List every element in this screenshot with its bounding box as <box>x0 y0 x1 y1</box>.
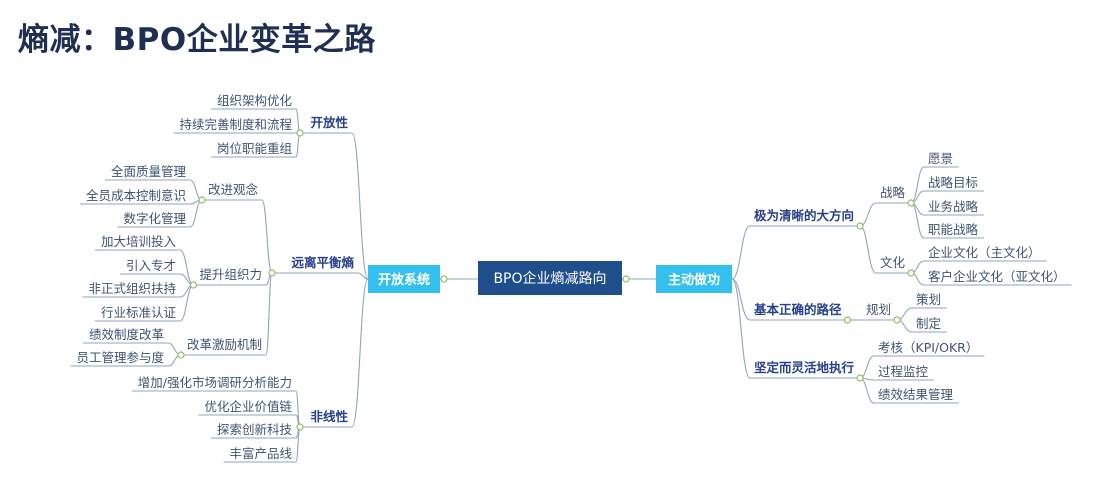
leaf-node: 客户企业文化（亚文化） <box>928 269 1066 284</box>
main-node-right <box>656 265 732 293</box>
leaf-node: 数字化管理 <box>123 211 186 226</box>
leaf-node: 行业标准认证 <box>101 305 177 320</box>
leaf-node: 探索创新科技 <box>217 422 293 437</box>
leaf-node: 绩效结果管理 <box>878 387 954 402</box>
connector-branch <box>731 278 751 321</box>
collapse-dot-icon <box>856 222 864 230</box>
collapse-dot-icon <box>907 269 915 277</box>
branch-node: 开放性 <box>310 115 348 130</box>
main-node-right-label: 主动做功 <box>668 272 720 288</box>
connector-branch <box>357 272 369 280</box>
main-node-left <box>368 265 440 293</box>
leaf-node: 全员成本控制意识 <box>86 188 186 203</box>
collapse-dot-icon <box>843 316 852 324</box>
connector-group <box>859 202 877 227</box>
leaf-node: 业务战略 <box>928 199 979 214</box>
leaf-node: 岗位职能重组 <box>217 141 292 156</box>
branch-node: 坚定而灵活地执行 <box>754 360 855 375</box>
branch-node: 基本正确的路径 <box>753 302 842 317</box>
collapse-dot-icon <box>189 281 198 289</box>
connector-leaf <box>859 355 875 379</box>
leaf-node: 战略目标 <box>928 175 978 190</box>
mind-map-nodes: BPO企业熵减路向 开放系统 主动做功 开放性 组织架构优化持续完善制度和流程岗位职能重… <box>76 93 1065 461</box>
leaf-node: 策划 <box>916 292 941 307</box>
branch-node: 非线性 <box>310 409 348 424</box>
collapse-dot-icon <box>856 374 864 382</box>
group-node: 改革激励机制 <box>187 337 262 352</box>
leaf-node: 组织架构优化 <box>217 93 293 108</box>
collapse-dot-icon <box>893 316 901 324</box>
leaf-node: 加大培训投入 <box>101 234 177 249</box>
leaf-node: 优化企业价值链 <box>204 399 292 414</box>
connector-leaf <box>295 108 301 134</box>
leaf-node: 员工管理参与度 <box>76 350 164 365</box>
connector-group <box>859 225 877 274</box>
branch-node: 远离平衡熵 <box>291 255 354 270</box>
connector-group <box>261 199 273 274</box>
connector-branch <box>351 278 369 428</box>
group-node: 文化 <box>880 255 906 270</box>
connector-branch <box>731 278 751 379</box>
connector-group <box>265 272 273 356</box>
leaf-node: 非正式组织扶持 <box>88 281 176 296</box>
collapse-dot-icon <box>440 275 448 283</box>
group-node: 改进观念 <box>208 182 259 197</box>
leaf-node: 过程监控 <box>878 364 929 379</box>
leaf-node: 愿景 <box>928 151 953 166</box>
group-node: 提升组织力 <box>199 267 262 282</box>
leaf-node: 丰富产品线 <box>229 446 292 461</box>
root-node-label: BPO企业熵减路向 <box>493 270 606 287</box>
collapse-dot-icon <box>622 275 630 283</box>
collapse-dot-icon <box>296 129 304 137</box>
leaf-node: 引入专才 <box>126 258 176 273</box>
collapse-dot-icon <box>198 196 206 204</box>
group-node: 战略 <box>880 185 906 200</box>
leaf-node: 持续完善制度和流程 <box>179 117 292 132</box>
collapse-dot-icon <box>296 423 304 431</box>
leaf-node: 制定 <box>916 316 941 331</box>
branch-node: 极为清晰的大方向 <box>754 208 854 223</box>
collapse-dot-icon <box>907 199 915 207</box>
group-node: 规划 <box>866 302 891 317</box>
leaf-node: 企业文化（主文化） <box>928 245 1041 260</box>
root-node <box>478 261 622 295</box>
connector-branch <box>351 132 369 280</box>
leaf-node: 考核（KPI/OKR） <box>878 340 978 355</box>
collapse-dot-icon <box>268 269 276 277</box>
leaf-node: 职能战略 <box>928 222 979 237</box>
collapse-dot-icon <box>177 351 185 359</box>
connector-leaf <box>859 377 875 404</box>
page-title: 熵减：BPO企业变革之路 <box>18 22 376 58</box>
connector-branch <box>731 225 751 280</box>
connector-leaf <box>295 132 301 158</box>
main-node-left-label: 开放系统 <box>378 272 430 288</box>
leaf-node: 增加/强化市场调研分析能力 <box>138 375 292 390</box>
leaf-node: 全面质量管理 <box>111 164 187 179</box>
leaf-node: 绩效制度改革 <box>89 327 164 342</box>
